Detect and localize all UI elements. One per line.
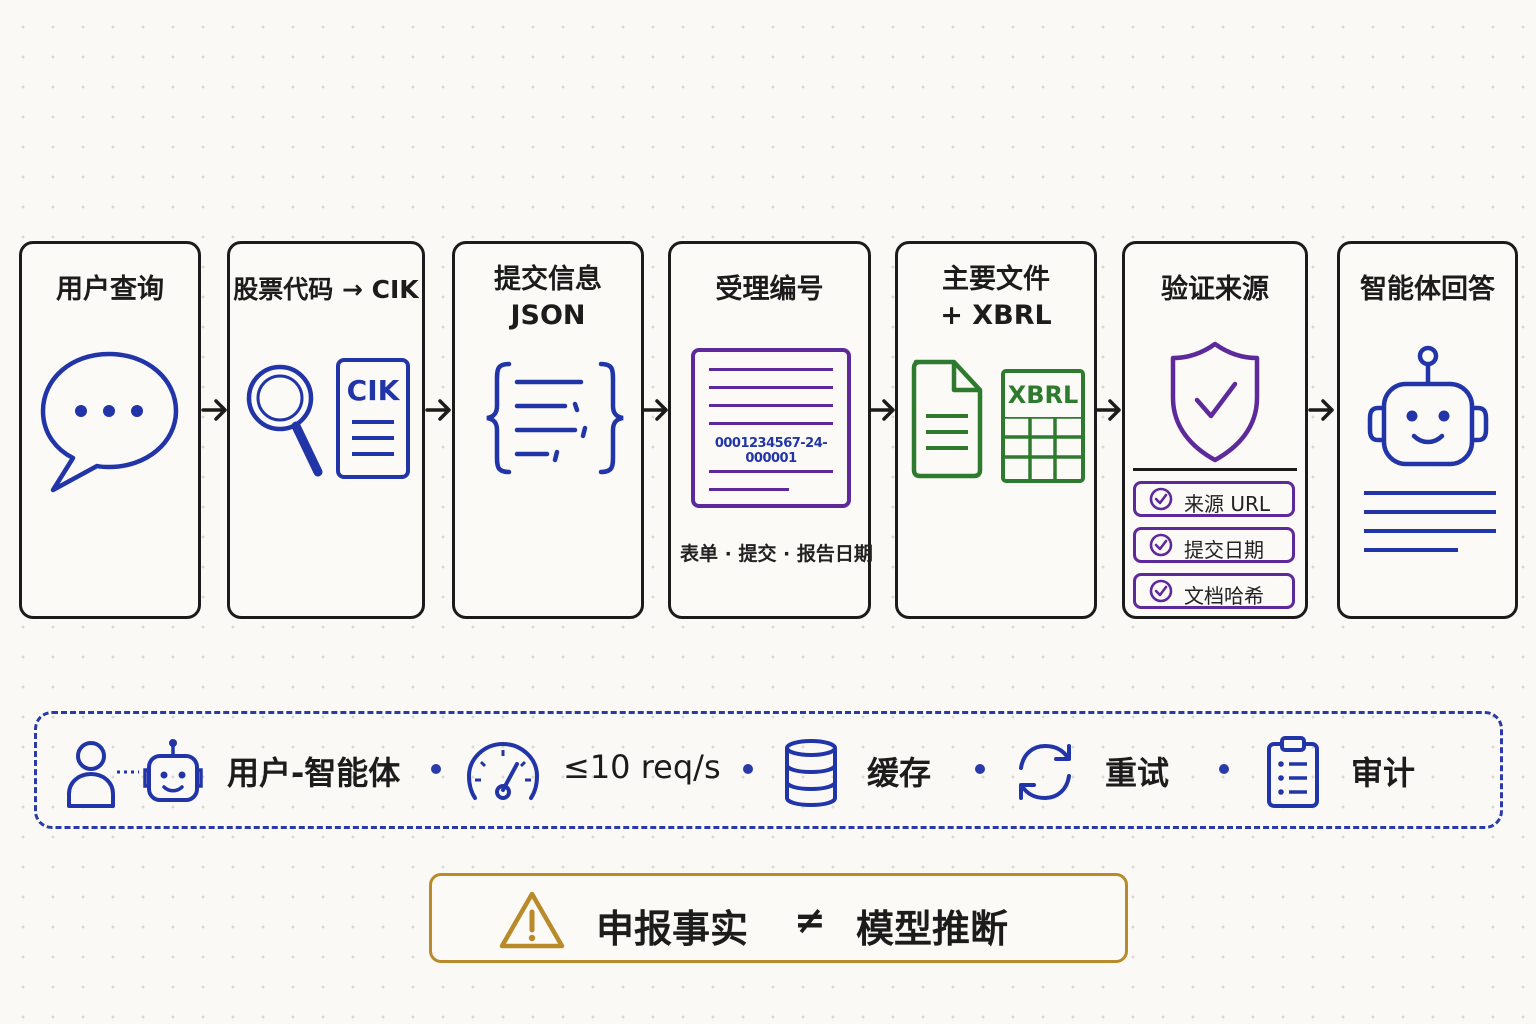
step-title: 智能体回答 bbox=[1360, 274, 1495, 305]
warning-filed-facts: 申报事实 bbox=[596, 907, 749, 951]
check-circle-icon bbox=[1149, 579, 1173, 603]
check-filing-date: 提交日期 bbox=[1133, 527, 1295, 563]
band-audit-label: 审计 bbox=[1351, 754, 1416, 792]
warning-triangle-icon bbox=[499, 891, 565, 949]
magnifier-icon bbox=[246, 364, 323, 477]
accession-document-icon: 0001234567-24-000001 bbox=[691, 348, 851, 508]
band-rate-limit-label: ≤10 req/s bbox=[563, 748, 721, 786]
check-circle-icon bbox=[1149, 487, 1173, 511]
band-separator-dot bbox=[431, 764, 441, 774]
xbrl-label: XBRL bbox=[1007, 381, 1079, 409]
step-card-accession-number: 受理编号 0001234567-24-000001 表单 · 提交 · 报告日期 bbox=[668, 241, 873, 619]
policy-band: 用户-智能体 ≤10 req/s 缓存 重试 审计 bbox=[34, 711, 1503, 829]
flow-arrow bbox=[869, 399, 895, 421]
band-cache-label: 缓存 bbox=[867, 754, 932, 792]
accession-fields: 表单 · 提交 · 报告日期 bbox=[680, 543, 873, 565]
check-circle-icon bbox=[1149, 533, 1173, 557]
speedometer-icon bbox=[467, 741, 539, 800]
cik-label: CIK bbox=[346, 374, 400, 407]
band-separator-dot bbox=[975, 764, 985, 774]
band-retry-label: 重试 bbox=[1105, 754, 1170, 792]
band-separator-dot bbox=[743, 764, 753, 774]
answer-lines-icon bbox=[1364, 491, 1496, 552]
step-title: 受理编号 bbox=[715, 274, 824, 305]
flow-arrow bbox=[642, 399, 668, 421]
band-user-agent-label: 用户-智能体 bbox=[227, 754, 401, 792]
shield-check-icon bbox=[1170, 341, 1260, 463]
xbrl-spreadsheet-icon: XBRL bbox=[1001, 369, 1085, 483]
clipboard-checklist-icon bbox=[1267, 736, 1319, 808]
check-document-hash: 文档哈希 bbox=[1133, 573, 1295, 609]
step-title: 股票代码 → CIK bbox=[233, 275, 419, 304]
divider bbox=[1133, 468, 1297, 471]
step-card-user-query: 用户查询 bbox=[19, 241, 201, 619]
retry-icon bbox=[1019, 743, 1071, 801]
flow-arrow bbox=[425, 399, 451, 421]
flow-arrow bbox=[1095, 399, 1121, 421]
chat-bubble-icon bbox=[40, 351, 179, 493]
robot-icon bbox=[1367, 345, 1489, 467]
document-icon bbox=[911, 359, 983, 479]
warning-model-inference: 模型推断 bbox=[856, 907, 1009, 951]
database-icon bbox=[785, 739, 837, 808]
step-card-ticker-cik: 股票代码 → CIK CIK bbox=[227, 241, 425, 619]
cik-document-icon: CIK bbox=[336, 358, 410, 479]
user-agent-icon bbox=[67, 739, 203, 808]
flow-arrow bbox=[1308, 399, 1334, 421]
accession-number-text: 0001234567-24-000001 bbox=[714, 436, 828, 466]
step-card-submissions-json: 提交信息 JSON bbox=[452, 241, 644, 619]
step-title: 主要文件 + XBRL bbox=[940, 264, 1052, 331]
step-card-verify-source: 验证来源 来源 URL 提交日期 文档哈希 bbox=[1122, 241, 1308, 619]
warning-box: 申报事实 ≠ 模型推断 bbox=[429, 873, 1128, 963]
warning-not-equal-symbol: ≠ bbox=[794, 898, 826, 942]
flow-arrow bbox=[201, 399, 227, 421]
band-separator-dot bbox=[1219, 764, 1229, 774]
step-title: 提交信息 JSON bbox=[494, 264, 602, 331]
json-braces-icon bbox=[486, 361, 624, 475]
step-title: 用户查询 bbox=[56, 274, 164, 305]
step-card-primary-doc-xbrl: 主要文件 + XBRL XBRL bbox=[895, 241, 1097, 619]
step-card-agent-answer: 智能体回答 bbox=[1337, 241, 1518, 619]
step-title: 验证来源 bbox=[1161, 274, 1269, 305]
check-source-url: 来源 URL bbox=[1133, 481, 1295, 517]
